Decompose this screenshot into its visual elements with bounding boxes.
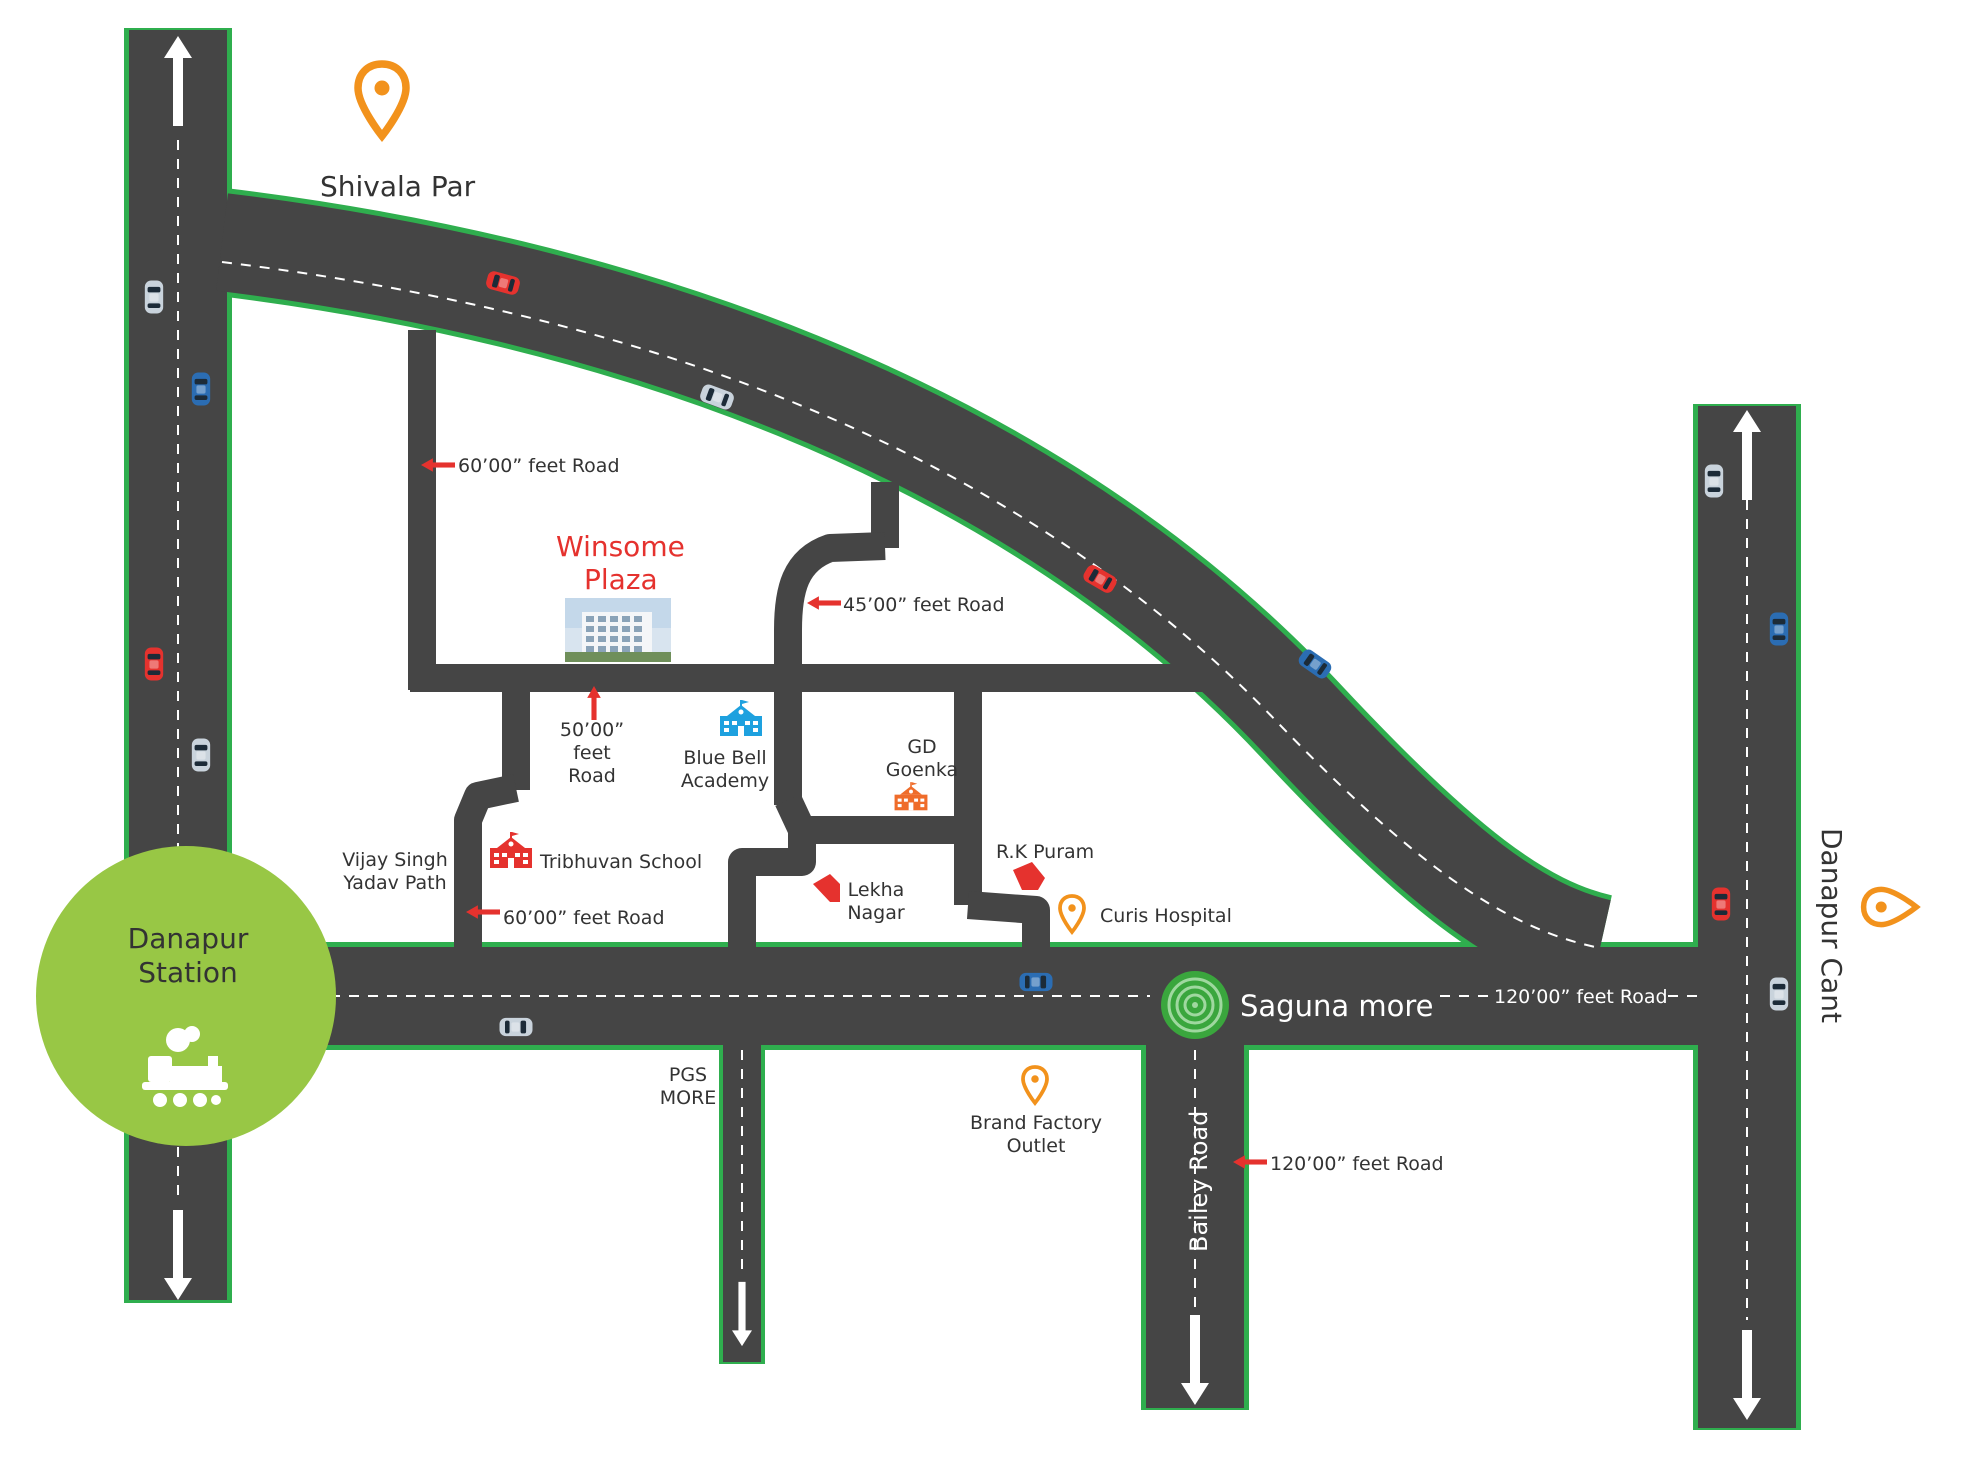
school-building-icon <box>894 782 928 811</box>
rk-puram-label: R.K Puram <box>996 841 1094 863</box>
saguna-more-label: Saguna more <box>1240 989 1433 1023</box>
car-icon <box>1019 972 1053 992</box>
car-icon <box>1769 977 1789 1011</box>
r120-main-bg <box>1488 985 1666 1009</box>
danapur-cant-label: Danapur Cant <box>1815 828 1848 1023</box>
train-engine-icon <box>142 1026 228 1107</box>
car-icon <box>499 1017 533 1037</box>
direction-arrow-icon <box>807 596 841 610</box>
roundabout-icon <box>1161 971 1229 1039</box>
brand-factory-label-line2: Outlet <box>1007 1135 1066 1157</box>
blue-bell-label-line2: Academy <box>681 770 769 792</box>
winsome-plaza-building <box>565 598 671 662</box>
winsome-plaza-title-line1: Winsome <box>556 530 685 563</box>
danapur-station-marker: Danapur Station <box>36 846 336 1146</box>
location-pin-icon <box>358 64 406 136</box>
lekha-nagar-label-line2: Nagar <box>847 902 905 924</box>
road-label-50-line1: 50’00” <box>560 719 624 741</box>
car-icon <box>144 280 164 314</box>
tribhuvan-school-label: Tribhuvan School <box>539 851 702 873</box>
road-label-120-main: 120’00” feet Road <box>1494 986 1668 1008</box>
blue-bell-label-line1: Blue Bell <box>683 747 766 769</box>
location-pin-icon <box>1864 889 1917 924</box>
car-icon <box>191 738 211 772</box>
school-building-icon <box>490 832 532 868</box>
station-name-line2: Station <box>138 956 238 989</box>
road-label-60-bottom: 60’00” feet Road <box>503 907 665 929</box>
road-label-120-bailey: 120’00” feet Road <box>1270 1153 1444 1175</box>
pgs-more-label-line1: PGS <box>669 1064 707 1086</box>
road-network <box>129 30 1796 1428</box>
pgs-more-label-line2: MORE <box>660 1087 717 1109</box>
curis-hospital-label: Curis Hospital <box>1100 905 1232 927</box>
car-icon <box>1711 887 1731 921</box>
gd-goenka-label-line1: GD <box>907 736 936 758</box>
road-label-60-top: 60’00” feet Road <box>458 455 620 477</box>
lekha-nagar-label-line1: Lekha <box>848 879 905 901</box>
car-icon <box>191 372 211 406</box>
car-icon <box>1704 464 1724 498</box>
road-label-50-line2: feet <box>573 742 611 764</box>
winsome-plaza-title-line2: Plaza <box>584 563 658 596</box>
station-name-line1: Danapur <box>128 922 249 955</box>
location-pin-icon <box>1021 1065 1049 1105</box>
brand-factory-label-line1: Brand Factory <box>970 1112 1102 1134</box>
vijay-singh-label-line1: Vijay Singh <box>342 849 448 871</box>
rk-puram-marker-icon <box>1013 862 1045 890</box>
car-icon <box>144 647 164 681</box>
bailey-road-label: Bailey Road <box>1185 1111 1213 1252</box>
road-label-45: 45’00” feet Road <box>843 594 1005 616</box>
vijay-singh-label-line2: Yadav Path <box>342 872 446 894</box>
lekha-nagar-marker-icon <box>813 874 840 902</box>
school-building-icon <box>720 700 762 736</box>
location-pin-icon <box>1058 894 1086 934</box>
saguna-label-bg <box>1236 978 1426 1022</box>
car-icon <box>1769 612 1789 646</box>
road-label-50-line3: Road <box>568 765 616 787</box>
shivala-par-label: Shivala Par <box>320 170 476 203</box>
gd-goenka-label-line2: Goenka <box>886 759 958 781</box>
